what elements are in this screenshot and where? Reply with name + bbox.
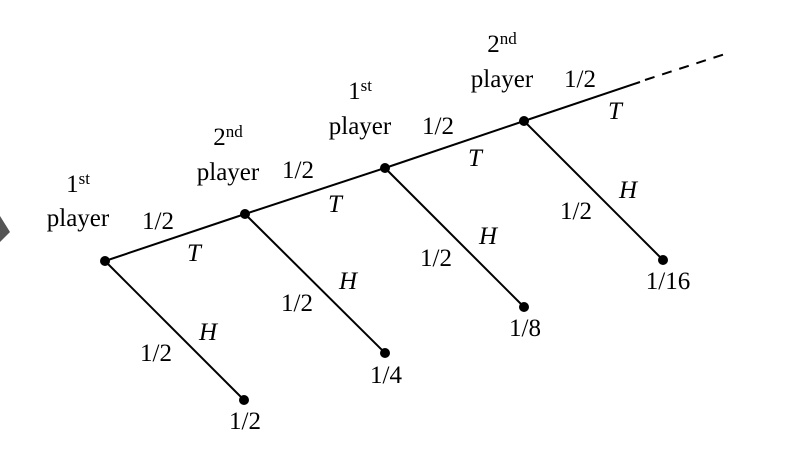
heads-probability-3: 1/2 — [420, 245, 452, 272]
player-label-3-ordinal: 1st — [348, 76, 372, 105]
tails-edge-2 — [244, 167, 386, 215]
player-label-2-word: player — [197, 159, 260, 186]
tails-probability-3: 1/2 — [422, 113, 454, 140]
leaf-node-1 — [239, 395, 249, 405]
heads-edge-1 — [104, 260, 245, 401]
leaf-value-2: 1/4 — [370, 362, 402, 389]
decision-node-1 — [100, 256, 110, 266]
arrow-cursor-icon — [0, 216, 10, 242]
player-label-4-ordinal: 2nd — [487, 29, 517, 58]
tails-probability-2: 1/2 — [282, 157, 314, 184]
leaf-value-4: 1/16 — [646, 268, 690, 295]
player-label-1-word: player — [47, 205, 110, 232]
heads-edge-2 — [244, 213, 386, 354]
tails-outcome-4: T — [608, 98, 624, 125]
decision-node-4 — [519, 116, 529, 126]
heads-outcome-3: H — [478, 223, 499, 250]
tails-edge-4 — [523, 81, 641, 122]
heads-outcome-1: H — [198, 319, 219, 346]
decision-node-2 — [240, 209, 250, 219]
leaf-node-4 — [658, 255, 668, 265]
heads-outcome-2: H — [338, 268, 359, 295]
tails-outcome-1: T — [187, 240, 203, 267]
heads-probability-4: 1/2 — [560, 198, 592, 225]
heads-probability-2: 1/2 — [281, 290, 313, 317]
heads-probability-1: 1/2 — [140, 340, 172, 367]
tails-edge-1 — [104, 213, 246, 262]
leaf-node-2 — [380, 348, 390, 358]
player-label-1-ordinal: 1st — [66, 169, 90, 198]
leaf-node-3 — [519, 302, 529, 312]
tails-edge-3 — [384, 120, 525, 169]
player-label-2-ordinal: 2nd — [213, 122, 243, 151]
tails-outcome-2: T — [328, 191, 344, 218]
decision-node-3 — [380, 163, 390, 173]
leaf-value-1: 1/2 — [229, 408, 261, 435]
player-label-4-word: player — [471, 66, 534, 93]
player-label-3-word: player — [329, 113, 392, 140]
tails-probability-1: 1/2 — [142, 208, 174, 235]
tails-continuation — [644, 53, 726, 81]
heads-edge-3 — [384, 167, 525, 308]
heads-outcome-4: H — [618, 177, 639, 204]
tails-outcome-3: T — [468, 145, 484, 172]
leaf-value-3: 1/8 — [509, 315, 541, 342]
heads-edge-4 — [523, 120, 664, 261]
tails-probability-4: 1/2 — [564, 66, 596, 93]
